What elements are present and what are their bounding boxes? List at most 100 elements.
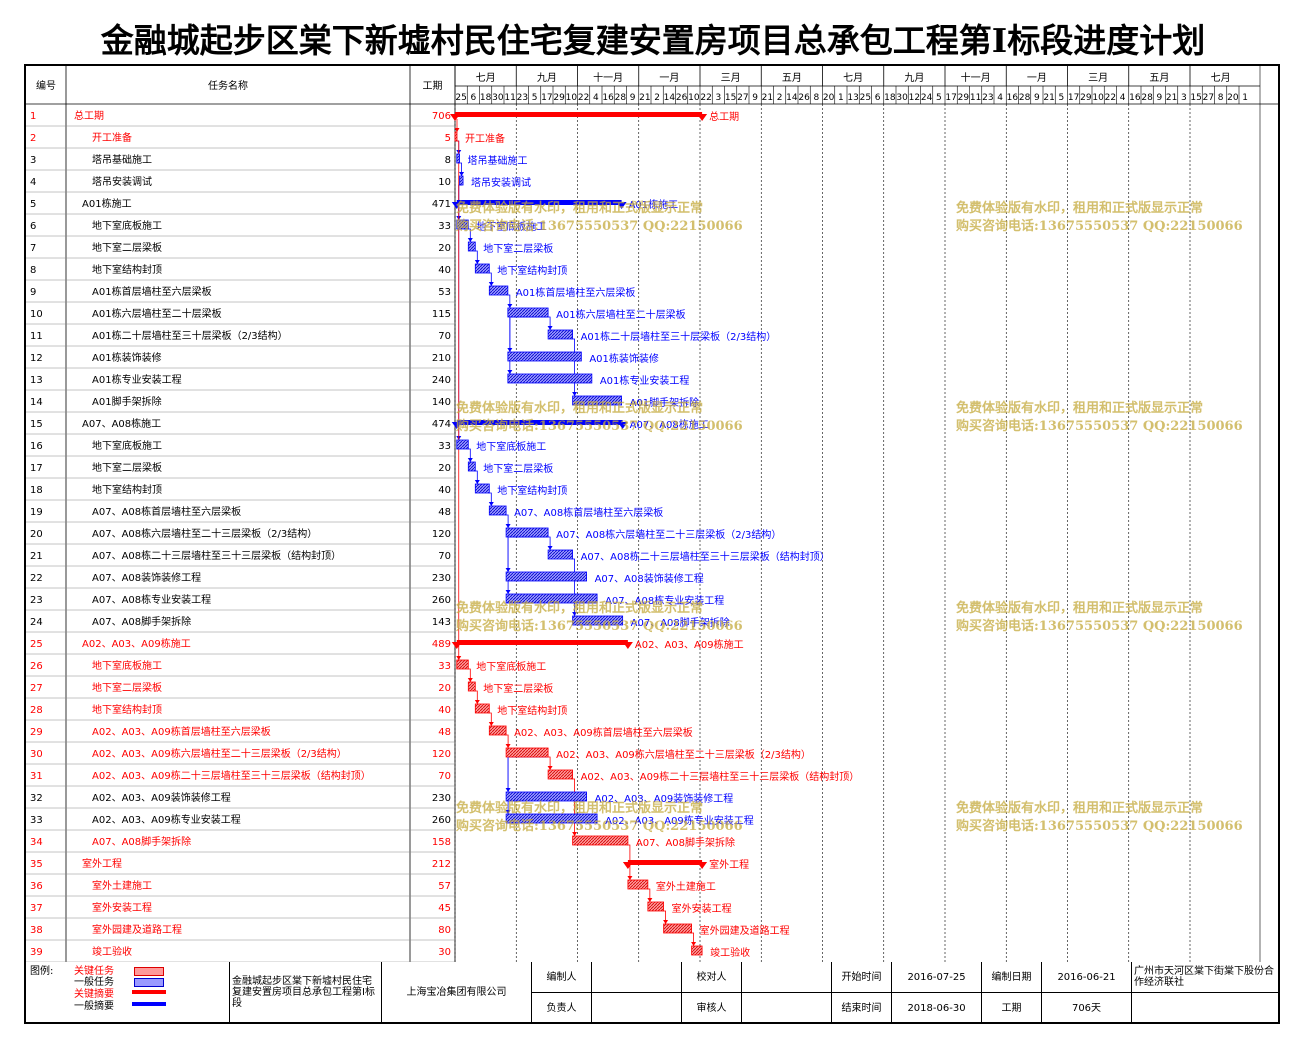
legend-critical-label: 关键任务 [74, 966, 114, 977]
task-id: 16 [30, 441, 43, 452]
task-duration: 120 [432, 529, 451, 540]
legend-cell: 图例: 关键任务 一般任务 关键摘要 一般摘要 [24, 962, 230, 1024]
task-id: 11 [30, 331, 43, 342]
task-id: 37 [30, 903, 43, 914]
bar-label: 室外工程 [709, 858, 749, 871]
summary-end-cap [617, 422, 628, 429]
task-duration: 40 [438, 705, 451, 716]
task-id: 29 [30, 727, 43, 738]
tick-label: 9 [752, 93, 758, 103]
task-duration: 260 [432, 815, 451, 826]
task-id: 19 [30, 507, 43, 518]
tick-label: 10 [1092, 93, 1104, 103]
end-label: 结束时间 [832, 993, 892, 1024]
tick-label: 11 [504, 93, 515, 103]
task-bar [505, 813, 598, 824]
task-duration: 8 [445, 155, 451, 166]
tick-label: 21 [639, 93, 650, 103]
summary-bar [627, 860, 703, 865]
bar-label: A01栋六层墙柱至二十层梁板 [556, 308, 686, 321]
legend-critical-bar [134, 967, 164, 976]
dependency-arrow [572, 832, 578, 836]
task-name: A02、A03、A09栋专业安装工程 [92, 813, 241, 826]
bar-label: A01栋装饰装修 [589, 352, 659, 365]
task-name: A07、A08栋二十三层墙柱至三十三层梁板（结构封顶） [92, 549, 341, 562]
tick-label: 10 [566, 93, 578, 103]
compile-date-label: 编制日期 [982, 962, 1042, 993]
tick-label: 2 [654, 93, 660, 103]
task-duration: 33 [438, 441, 451, 452]
task-bar [467, 681, 476, 692]
task-bar [474, 263, 490, 274]
bar-label: 地下室结构封顶 [497, 484, 567, 497]
task-bar [691, 945, 703, 956]
bar-label: A02、A03、A09栋二十三层墙柱至三十三层梁板（结构封顶） [581, 770, 860, 783]
task-id: 28 [30, 705, 43, 716]
task-name: 室外园建及道路工程 [92, 923, 182, 936]
task-name: 塔吊安装调试 [92, 175, 152, 188]
bar-label: 室外安装工程 [672, 902, 732, 915]
dependency-link [507, 536, 548, 572]
dependency-arrow [572, 612, 578, 616]
task-name: A01栋专业安装工程 [92, 373, 182, 386]
tick-label: 17 [1068, 93, 1079, 103]
task-duration: 474 [432, 419, 451, 430]
task-bar [488, 285, 509, 296]
bar-label: A02、A03、A09栋首层墙柱至六层梁板 [514, 726, 693, 739]
dependency-link [509, 316, 548, 352]
task-name: 地下室结构封顶 [92, 483, 162, 496]
summary-bar [456, 640, 628, 645]
bar-label: A01栋二十层墙柱至三十层梁板（2/3结构） [581, 330, 777, 343]
tick-label: 10 [688, 93, 700, 103]
dependency-arrow [474, 700, 480, 704]
tick-label: 24 [921, 93, 933, 103]
legend-critical-summary-label: 关键摘要 [74, 989, 114, 1000]
task-duration: 45 [438, 903, 451, 914]
tick-label: 2 [777, 93, 783, 103]
task-name: 塔吊基础施工 [92, 153, 152, 166]
task-bar [456, 219, 469, 230]
task-duration: 20 [438, 463, 451, 474]
tick-label: 8 [1218, 93, 1224, 103]
tick-label: 3 [1181, 93, 1187, 103]
dependency-arrow [488, 282, 494, 286]
summary-bar [456, 420, 623, 425]
summary-bar [456, 200, 622, 205]
task-name: A07、A08栋专业安装工程 [92, 593, 211, 606]
task-id: 34 [30, 837, 43, 848]
task-name: A07、A08脚手架拆除 [92, 835, 191, 848]
tick-label: 21 [1043, 93, 1054, 103]
dependency-arrow [505, 744, 511, 748]
start-value: 2016-07-25 [892, 962, 982, 993]
tick-label: 5 [1059, 93, 1065, 103]
dependency-arrow [467, 678, 473, 682]
task-name: A01栋施工 [82, 197, 132, 210]
tick-label: 14 [664, 93, 676, 103]
tick-label: 21 [762, 93, 773, 103]
duration-value: 706天 [1042, 993, 1132, 1024]
task-bar [474, 483, 490, 494]
tick-label: 22 [700, 93, 711, 103]
task-duration: 240 [432, 375, 451, 386]
legend-normal-summary-bar [132, 1002, 166, 1006]
bar-label: A07、A08脚手架拆除 [631, 616, 730, 629]
month-label: 七月 [1211, 72, 1231, 84]
tick-label: 4 [997, 93, 1003, 103]
task-bar [505, 791, 588, 802]
tick-label: 4 [1120, 93, 1126, 103]
task-id: 7 [30, 243, 36, 254]
dependency-arrow [488, 502, 494, 506]
summary-end-cap [616, 202, 627, 209]
task-id: 39 [30, 947, 43, 958]
task-bar [547, 769, 573, 780]
task-id: 25 [30, 639, 43, 650]
task-name: A01栋装饰装修 [92, 351, 162, 364]
task-duration: 260 [432, 595, 451, 606]
tick-label: 27 [737, 93, 748, 103]
tick-label: 18 [480, 93, 492, 103]
tick-label: 29 [1080, 93, 1092, 103]
task-name: 总工期 [74, 109, 104, 122]
bar-label: A01栋首层墙柱至六层梁板 [516, 286, 636, 299]
task-duration: 48 [438, 507, 451, 518]
